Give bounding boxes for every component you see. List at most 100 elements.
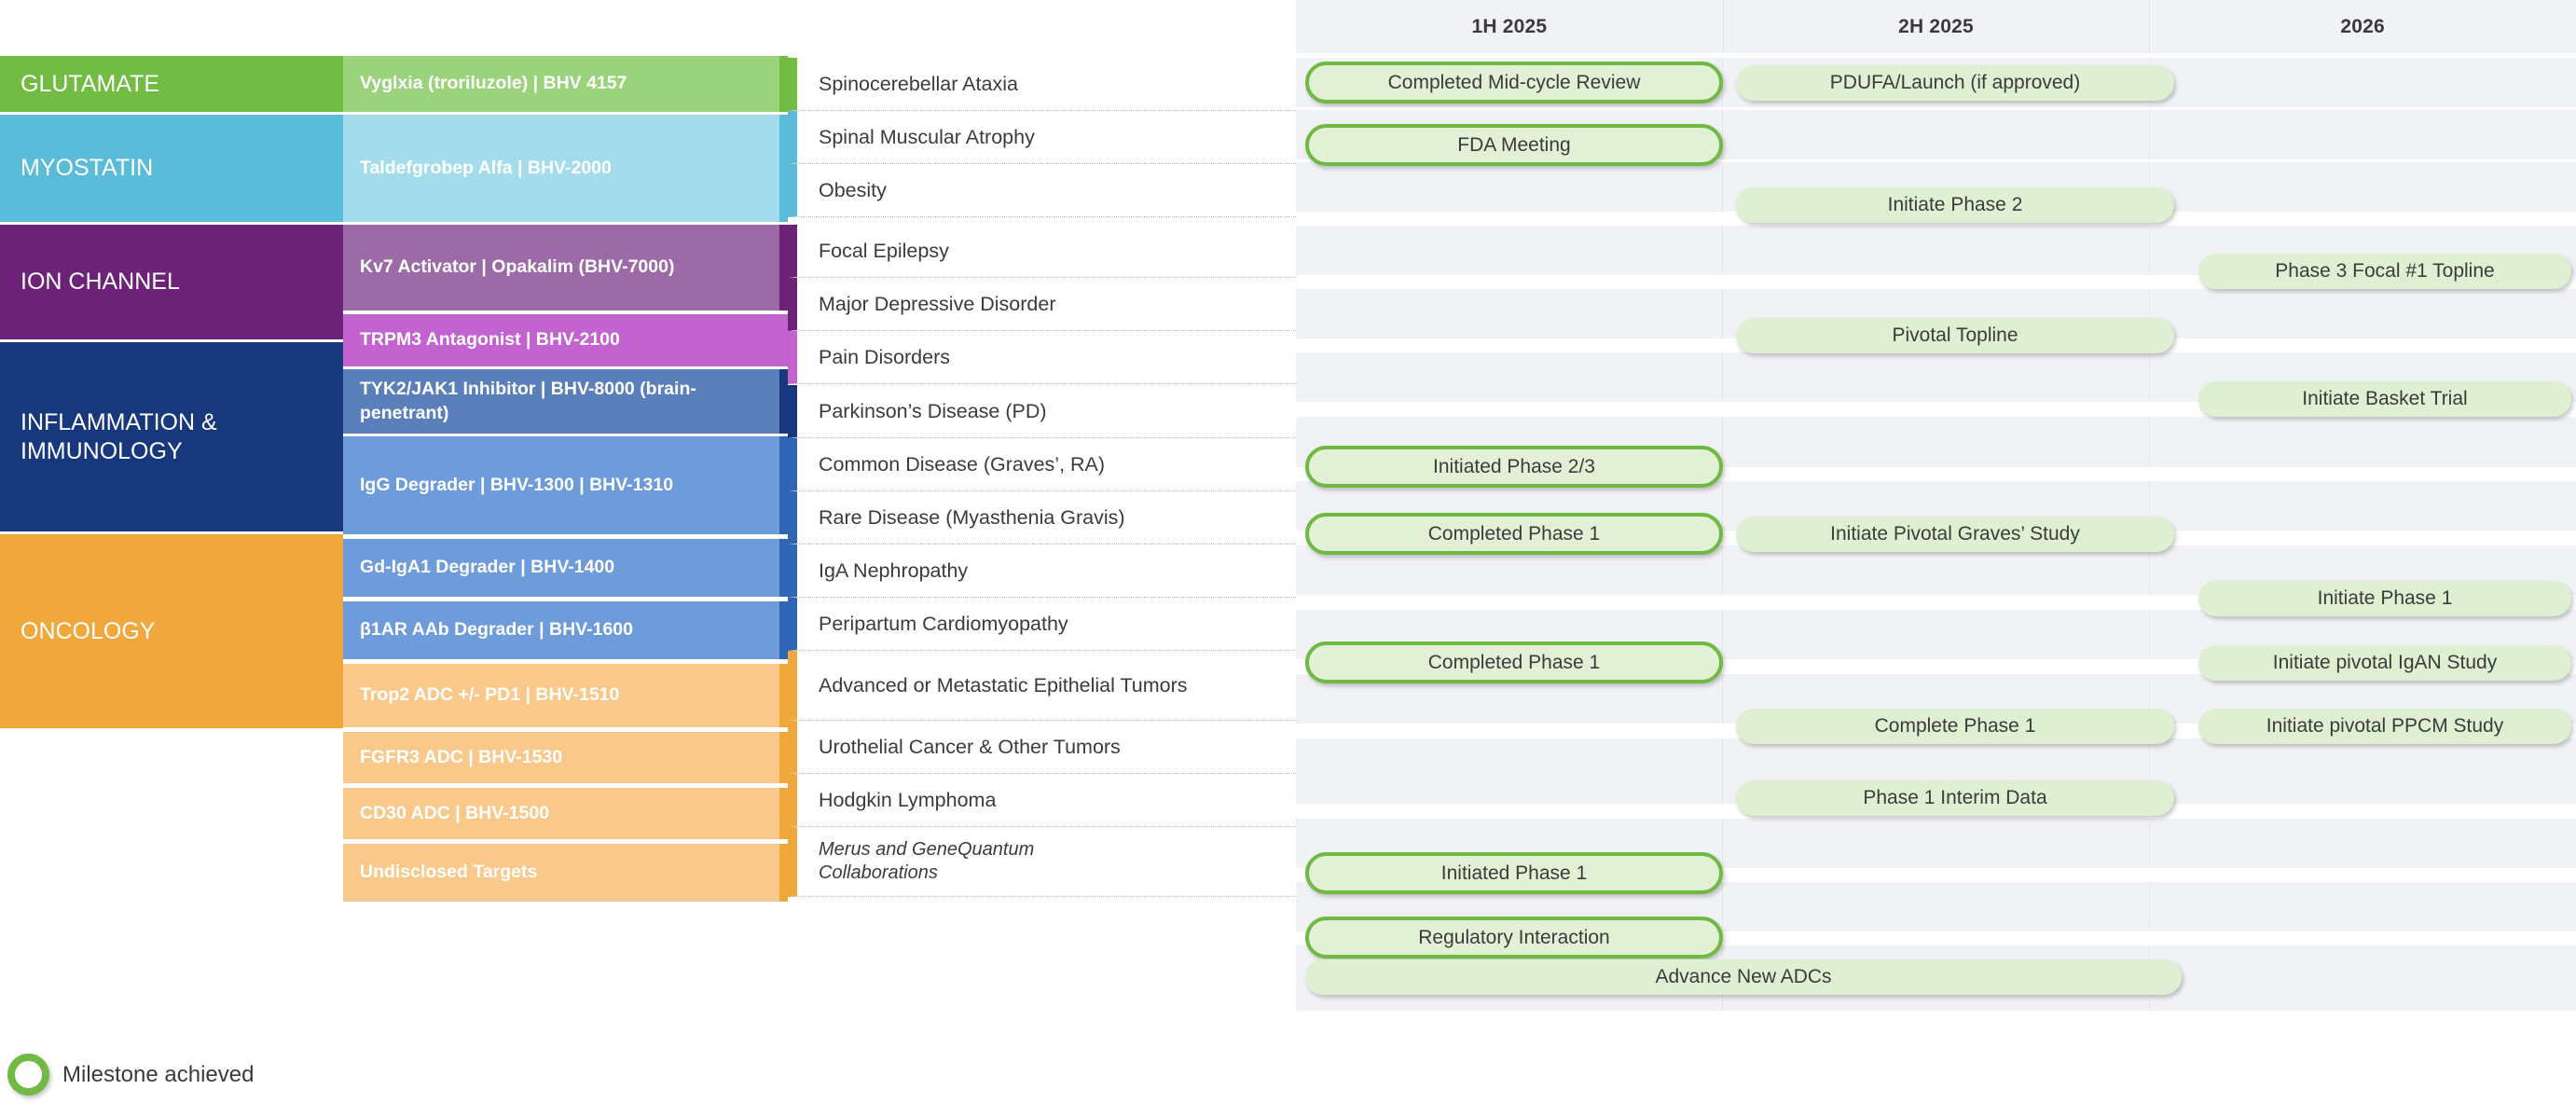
column-separator [1722, 882, 1723, 931]
indication-row-6[interactable]: Parkinson’s Disease (PD) [788, 385, 1296, 438]
program-bhv-2000[interactable]: Taldefgrobep Alfa | BHV-2000 [343, 115, 788, 222]
milestone-pill-pivotal-topline[interactable]: Pivotal Topline [1736, 318, 2174, 353]
indication-label: Major Depressive Disorder [819, 292, 1056, 315]
program-accent-bar [779, 844, 788, 902]
program-label: IgG Degrader | BHV-1300 | BHV-1310 [360, 474, 674, 495]
program-accent-bar [779, 314, 788, 366]
indication-row-11[interactable]: Advanced or Metastatic Epithelial Tumors [788, 651, 1296, 721]
modality-label: ION CHANNEL [21, 269, 180, 295]
modality-ion-channel[interactable]: ION CHANNEL [0, 225, 343, 339]
program-label: Kv7 Activator | Opakalim (BHV-7000) [360, 256, 675, 278]
program-label: Undisclosed Targets [360, 862, 538, 883]
program-undisclosed-targets[interactable]: Undisclosed Targets [343, 844, 788, 902]
indication-row-2[interactable]: Obesity [788, 164, 1296, 217]
program-bhv-1510[interactable]: Trop2 ADC +/- PD1 | BHV-1510 [343, 664, 788, 727]
milestone-pill-phase-3-focal-1-topline[interactable]: Phase 3 Focal #1 Topline [2198, 254, 2571, 289]
modality-inflammation-immunology[interactable]: INFLAMMATION & IMMUNOLOGY [0, 342, 343, 531]
modality-label: MYOSTATIN [21, 155, 154, 181]
milestone-pill-pdufa-launch[interactable]: PDUFA/Launch (if approved) [1736, 65, 2174, 101]
program-label: Gd-IgA1 Degrader | BHV-1400 [360, 557, 615, 578]
column-separator [2149, 417, 2150, 467]
column-separator [1722, 110, 1723, 159]
indication-label: Advanced or Metastatic Epithelial Tumors [819, 673, 1188, 696]
modality-label: GLUTAMATE [21, 70, 160, 97]
program-bhv-1300-1310[interactable]: IgG Degrader | BHV-1300 | BHV-1310 [343, 436, 788, 534]
program-accent-bar [779, 436, 788, 534]
column-separator [1722, 289, 1723, 338]
milestone-label: Phase 1 Interim Data [1863, 787, 2047, 808]
modality-label: INFLAMMATION & IMMUNOLOGY [21, 408, 217, 464]
milestone-pill-advance-new-adcs[interactable]: Advance New ADCs [1305, 959, 2182, 995]
indication-label: Peripartum Cardiomyopathy [819, 612, 1068, 635]
indication-row-4[interactable]: Major Depressive Disorder [788, 278, 1296, 331]
milestone-label: Advance New ADCs [1655, 966, 1832, 987]
column-separator [1722, 738, 1723, 804]
milestone-label: PDUFA/Launch (if approved) [1829, 72, 2081, 93]
milestone-label: Initiate Basket Trial [2302, 388, 2468, 409]
column-separator [1722, 162, 1723, 212]
milestone-pill-initiate-pivotal-graves-study[interactable]: Initiate Pivotal Graves’ Study [1736, 517, 2174, 552]
timeline-period-1h2025: 1H 2025 [1471, 15, 1548, 37]
column-separator [1722, 352, 1723, 402]
program-bhv-1600[interactable]: β1AR AAb Degrader | BHV-1600 [343, 601, 788, 659]
program-label: Vyglxia (troriluzole) | BHV 4157 [360, 73, 627, 94]
indication-row-3[interactable]: Focal Epilepsy [788, 225, 1296, 278]
milestone-pill-initiated-phase-1[interactable]: Initiated Phase 1 [1305, 852, 1723, 894]
milestone-pill-initiate-phase-2[interactable]: Initiate Phase 2 [1736, 187, 2174, 223]
program-bhv-7000[interactable]: Kv7 Activator | Opakalim (BHV-7000) [343, 225, 788, 310]
column-separator [2149, 738, 2150, 804]
column-separator [2149, 545, 2150, 595]
milestone-pill-initiated-phase-2-3[interactable]: Initiated Phase 2/3 [1305, 446, 1723, 488]
program-bhv-1500[interactable]: CD30 ADC | BHV-1500 [343, 788, 788, 839]
milestone-pill-phase-1-interim-data[interactable]: Phase 1 Interim Data [1736, 780, 2174, 816]
indication-label: Spinocerebellar Ataxia [819, 72, 1018, 95]
milestone-achieved-ring-icon [7, 1054, 49, 1096]
milestone-pill-fda-meeting[interactable]: FDA Meeting [1305, 124, 1723, 166]
program-bhv-1530[interactable]: FGFR3 ADC | BHV-1530 [343, 732, 788, 783]
program-label: CD30 ADC | BHV-1500 [360, 802, 550, 823]
column-separator [1722, 481, 1723, 531]
milestone-pill-completed-mid-cycle-review[interactable]: Completed Mid-cycle Review [1305, 62, 1723, 103]
milestone-label: Initiate Phase 2 [1887, 194, 2023, 215]
milestone-pill-completed-phase-1-igan[interactable]: Completed Phase 1 [1305, 641, 1723, 683]
indication-label: Focal Epilepsy [819, 239, 949, 262]
column-separator [2149, 882, 2150, 931]
indication-label: Obesity [819, 178, 887, 201]
milestone-pill-initiate-basket-trial[interactable]: Initiate Basket Trial [2198, 381, 2571, 417]
indication-row-10[interactable]: Peripartum Cardiomyopathy [788, 598, 1296, 651]
milestone-pill-initiate-phase-1-mg[interactable]: Initiate Phase 1 [2198, 581, 2571, 616]
program-bhv-1400[interactable]: Gd-IgA1 Degrader | BHV-1400 [343, 539, 788, 597]
program-bhv-2100[interactable]: TRPM3 Antagonist | BHV-2100 [343, 314, 788, 366]
modality-myostatin[interactable]: MYOSTATIN [0, 115, 343, 222]
program-accent-bar [779, 539, 788, 597]
column-separator [2149, 481, 2150, 531]
column-separator [1722, 610, 1723, 659]
milestone-pill-initiate-pivotal-igan-study[interactable]: Initiate pivotal IgAN Study [2198, 645, 2571, 681]
modality-glutamate[interactable]: GLUTAMATE [0, 56, 343, 112]
indication-row-1[interactable]: Spinal Muscular Atrophy [788, 111, 1296, 164]
indication-row-8[interactable]: Rare Disease (Myasthenia Gravis) [788, 491, 1296, 545]
program-bhv-4157[interactable]: Vyglxia (troriluzole) | BHV 4157 [343, 56, 788, 112]
program-accent-bar [779, 601, 788, 659]
indication-row-7[interactable]: Common Disease (Graves’, RA) [788, 438, 1296, 491]
milestone-pill-initiate-pivotal-ppcm-study[interactable]: Initiate pivotal PPCM Study [2198, 709, 2571, 744]
program-accent-bar [779, 225, 788, 310]
milestone-pill-completed-phase-1-graves[interactable]: Completed Phase 1 [1305, 513, 1723, 555]
milestone-label: Regulatory Interaction [1418, 926, 1610, 948]
indication-row-0[interactable]: Spinocerebellar Ataxia [788, 58, 1296, 111]
indication-row-14[interactable]: Merus and GeneQuantum Collaborations [788, 827, 1296, 897]
indication-row-12[interactable]: Urothelial Cancer & Other Tumors [788, 721, 1296, 774]
indication-label: Pain Disorders [819, 345, 950, 368]
column-separator [1722, 545, 1723, 595]
indication-row-9[interactable]: IgA Nephropathy [788, 545, 1296, 598]
milestone-pill-complete-phase-1-ppcm[interactable]: Complete Phase 1 [1736, 709, 2174, 744]
column-separator [2149, 819, 2150, 868]
column-separator [2149, 674, 2150, 724]
indication-row-5[interactable]: Pain Disorders [788, 331, 1296, 384]
indication-row-13[interactable]: Hodgkin Lymphoma [788, 774, 1296, 827]
milestone-pill-regulatory-interaction[interactable]: Regulatory Interaction [1305, 917, 1723, 958]
program-bhv-8000[interactable]: TYK2/JAK1 Inhibitor | BHV-8000 (brain-pe… [343, 369, 788, 434]
milestone-label: Initiate pivotal IgAN Study [2272, 652, 2498, 673]
program-label: TYK2/JAK1 Inhibitor | BHV-8000 (brain-pe… [360, 379, 696, 423]
modality-oncology[interactable]: ONCOLOGY [0, 534, 343, 728]
